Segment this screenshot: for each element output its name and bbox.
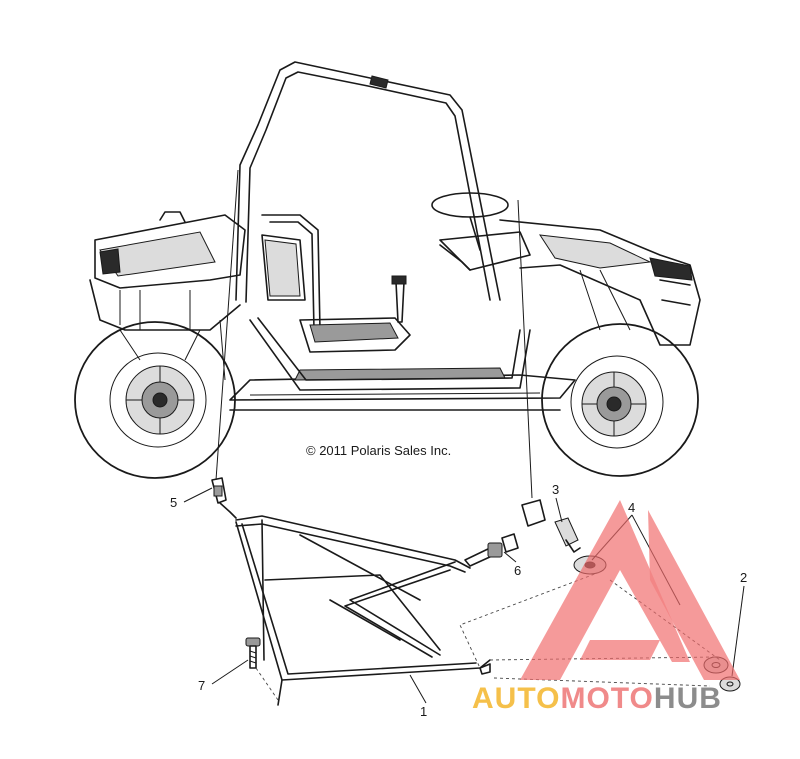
callout-7: 7 (198, 678, 205, 693)
part-7-bolt (245, 637, 261, 669)
watermark-triangle-bar (580, 640, 660, 660)
leader-line (215, 169, 239, 481)
copyright-text: © 2011 Polaris Sales Inc. (306, 443, 451, 458)
watermark-auto: AUTO (472, 682, 560, 715)
part-1-door-frame (235, 515, 491, 706)
part-3-striker (521, 499, 581, 553)
watermark-logo (520, 500, 740, 680)
callout-6: 6 (514, 563, 521, 578)
watermark-triangle-outer (520, 500, 690, 680)
callout-3: 3 (552, 482, 559, 497)
callout-1: 1 (420, 704, 427, 719)
front-wheel (541, 323, 699, 477)
rear-wheel (74, 321, 236, 479)
callout-4: 4 (628, 500, 635, 515)
watermark-text: AUTOMOTOHUB (472, 682, 722, 715)
part-5-latch (211, 477, 237, 519)
leader-line (517, 199, 533, 499)
watermark-moto: MOTO (560, 682, 653, 715)
part-6-latch-handle (464, 533, 519, 567)
callout-2: 2 (740, 570, 747, 585)
vehicle-illustration (74, 61, 701, 479)
callout-5: 5 (170, 495, 177, 510)
watermark-triangle-inner (648, 510, 740, 680)
watermark-hub: HUB (654, 682, 722, 715)
